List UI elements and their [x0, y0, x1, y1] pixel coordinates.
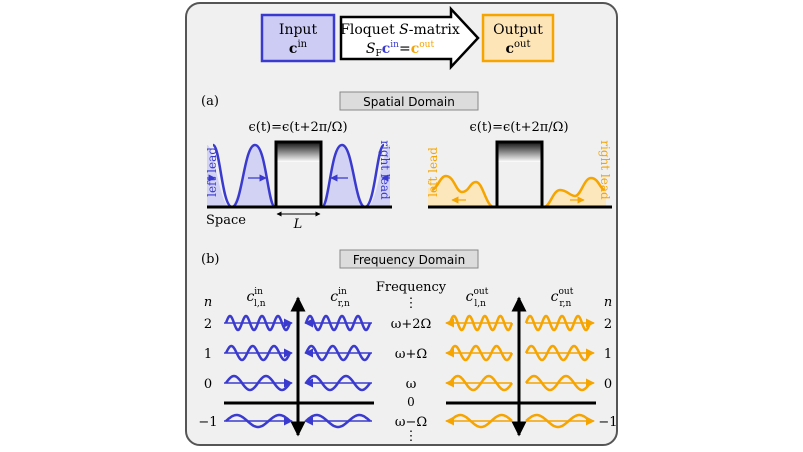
space-label: Space: [206, 213, 246, 228]
row-index-right: 2: [604, 317, 612, 332]
wave-trace: [524, 374, 592, 392]
vdots-bottom: ⋮: [405, 429, 418, 444]
row-frequency: ω: [406, 377, 417, 392]
input-wave-left: [211, 143, 277, 209]
input-wave-right: [320, 143, 386, 209]
row-index-left: 2: [204, 317, 212, 332]
wave-trace: [304, 314, 372, 332]
spatial-input-schematic: ϵ(t)=ϵ(t+2π/Ω) left lead right lead L Sp…: [205, 120, 392, 232]
wave-trace: [448, 374, 514, 392]
row-index-right: 0: [604, 377, 612, 392]
wave-trace: [524, 314, 592, 332]
row-frequency: ω+2Ω: [391, 317, 432, 332]
smatrix-equation: SFcin=cout: [366, 40, 435, 59]
spatial-header: Spatial Domain: [363, 95, 455, 109]
outer-frame: [185, 2, 618, 446]
output-box: Output cout: [481, 13, 555, 63]
right-lead-label: right lead: [378, 140, 392, 200]
input-title: Input: [279, 22, 318, 38]
wave-trace: [225, 413, 291, 429]
wave-trace: [448, 314, 514, 332]
scatterer-gradient: [276, 142, 321, 162]
panel-label-a: (a): [201, 94, 219, 109]
n-header-left: n: [204, 295, 212, 310]
scatterer-gradient-out: [497, 142, 542, 162]
wave-trace: [224, 314, 292, 332]
output-wave-right: [543, 176, 605, 209]
wave-trace: [524, 344, 592, 362]
input-sup: in: [297, 39, 307, 50]
spatial-header-box: [339, 91, 479, 111]
row-index-left: 1: [204, 347, 212, 362]
wave-trace: [448, 344, 514, 362]
n-header-right: n: [604, 295, 612, 310]
frequency-row: 2 2 ω+2Ω: [204, 314, 612, 332]
zero-marker: 0: [407, 395, 415, 409]
output-sup: out: [514, 39, 530, 50]
frequency-header: Frequency Domain: [353, 253, 465, 267]
row-index-left: 0: [204, 377, 212, 392]
output-var: c: [505, 41, 514, 57]
wave-trace: [304, 344, 372, 362]
epsilon-right: ϵ(t)=ϵ(t+2π/Ω): [469, 120, 568, 135]
wave-trace: [224, 344, 292, 362]
wave-trace: [224, 374, 292, 392]
length-label: L: [293, 217, 303, 232]
row-index-left: −1: [198, 415, 217, 430]
row-index-right: 1: [604, 347, 612, 362]
smatrix-arrow: Floquet S-matrix SFcin=cout: [339, 5, 480, 71]
left-lead-out-label: left lead: [426, 147, 440, 197]
row-index-right: −1: [598, 415, 617, 430]
wave-trace: [304, 374, 372, 392]
smatrix-title: Floquet S-matrix: [340, 22, 460, 38]
epsilon-left: ϵ(t)=ϵ(t+2π/Ω): [248, 120, 347, 135]
input-box: Input cin: [260, 13, 336, 63]
frequency-axis-label: Frequency: [376, 280, 447, 295]
row-frequency: ω+Ω: [395, 347, 427, 362]
input-var: c: [289, 41, 298, 57]
output-title: Output: [493, 22, 543, 38]
wave-trace: [449, 413, 513, 429]
row-frequency: ω−Ω: [395, 415, 427, 430]
input-wave-fill-right: [322, 145, 390, 207]
output-wave-left: [431, 174, 495, 209]
right-lead-out-label: right lead: [598, 140, 612, 200]
wave-trace: [525, 413, 591, 429]
frequency-row: 0 0 ω: [204, 374, 612, 392]
vdots-top: ⋮: [405, 296, 418, 311]
output-wave-fill-right: [544, 178, 606, 207]
frequency-rows: 2 2 ω+2Ω 1 1 ω+Ω 0 0 ω −1 −1 ω−Ω: [198, 314, 618, 430]
panel-label-b: (b): [201, 252, 219, 267]
spatial-output-schematic: ϵ(t)=ϵ(t+2π/Ω) left lead right lead: [426, 120, 612, 209]
svg-text:cout: cout: [505, 39, 530, 57]
wave-trace: [305, 413, 371, 429]
frequency-header-box: [339, 249, 479, 269]
frequency-row: 1 1 ω+Ω: [204, 344, 612, 362]
frequency-row: −1 −1 ω−Ω: [198, 413, 618, 430]
left-lead-label: left lead: [205, 147, 219, 197]
svg-text:cin: cin: [289, 39, 308, 57]
input-wave-fill: [207, 145, 275, 207]
